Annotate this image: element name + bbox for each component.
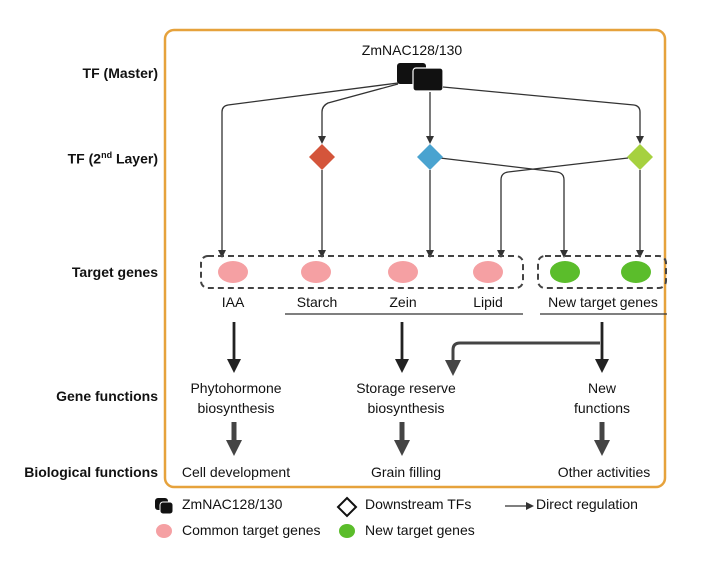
legend-direct-label: Direct regulation bbox=[536, 496, 638, 512]
edge-blue-new1 bbox=[439, 157, 568, 258]
legend-master-label: ZmNAC128/130 bbox=[182, 496, 283, 512]
new-genes-group bbox=[537, 255, 667, 289]
master-tf-label: ZmNAC128/130 bbox=[361, 42, 463, 58]
arrow-new-genes-storage bbox=[445, 341, 600, 376]
gene-lipid bbox=[473, 261, 503, 283]
legend-new-label: New target genes bbox=[365, 522, 475, 538]
tf-lime-diamond bbox=[627, 144, 653, 170]
gene-function-line1: Storage reserve bbox=[356, 380, 456, 396]
legend-master-icon bbox=[155, 498, 174, 515]
row-label-second-layer: TF (2nd Layer) bbox=[68, 150, 158, 167]
row-label-bio-functions: Biological functions bbox=[24, 464, 158, 480]
gene-iaa bbox=[218, 261, 248, 283]
legend-downstream-label: Downstream TFs bbox=[365, 496, 472, 512]
legend-downstream-icon bbox=[336, 496, 358, 518]
gene-function-line2: functions bbox=[573, 400, 631, 416]
gene-label-starch: Starch bbox=[296, 294, 338, 310]
gene-label-lipid: Lipid bbox=[473, 294, 503, 310]
row-label-second-prefix: TF (2 bbox=[67, 150, 102, 167]
row-label-targets: Target genes bbox=[71, 264, 158, 280]
edge-lime-lipid bbox=[497, 157, 629, 258]
gene-function-storage: Storage reserve biosynthesis bbox=[356, 378, 456, 418]
bio-function-other: Other activities bbox=[557, 464, 651, 480]
outer-frame bbox=[163, 28, 667, 489]
gene-function-new: New functions bbox=[574, 378, 630, 418]
tf-red-diamond bbox=[309, 144, 335, 170]
bio-function-cell: Cell development bbox=[181, 464, 291, 480]
master-connectors bbox=[218, 82, 644, 258]
legend-new-icon bbox=[339, 524, 355, 538]
gene-starch bbox=[301, 261, 331, 283]
row-label-second-sup: nd bbox=[101, 150, 113, 160]
gene-label-iaa: IAA bbox=[221, 294, 245, 310]
edge-master-iaa bbox=[218, 82, 399, 258]
gene-function-line1: New bbox=[587, 380, 617, 396]
gene-function-line1: Phytohormone bbox=[190, 380, 282, 396]
gene-label-zein: Zein bbox=[389, 294, 417, 310]
gene-function-phytohormone: Phytohormone biosynthesis bbox=[190, 378, 281, 418]
bio-function-grain: Grain filling bbox=[370, 464, 442, 480]
edge-master-lime bbox=[442, 86, 644, 144]
tf-blue-diamond bbox=[417, 144, 443, 170]
gene-function-line2: biosynthesis bbox=[197, 400, 275, 416]
gene-zein bbox=[388, 261, 418, 283]
gene-new-1 bbox=[550, 261, 580, 283]
gene-new-2 bbox=[621, 261, 651, 283]
row-label-master: TF (Master) bbox=[82, 65, 158, 81]
row-label-gene-functions: Gene functions bbox=[56, 388, 158, 404]
gene-function-line2: biosynthesis bbox=[367, 400, 445, 416]
row-label-second-suffix: Layer) bbox=[112, 150, 158, 167]
common-genes-group bbox=[200, 255, 524, 289]
legend-common-icon bbox=[156, 524, 172, 538]
legend-common-label: Common target genes bbox=[182, 522, 321, 538]
edge-master-red bbox=[318, 83, 399, 144]
gene-label-new: New target genes bbox=[548, 294, 658, 310]
master-tf-icon bbox=[397, 63, 444, 92]
